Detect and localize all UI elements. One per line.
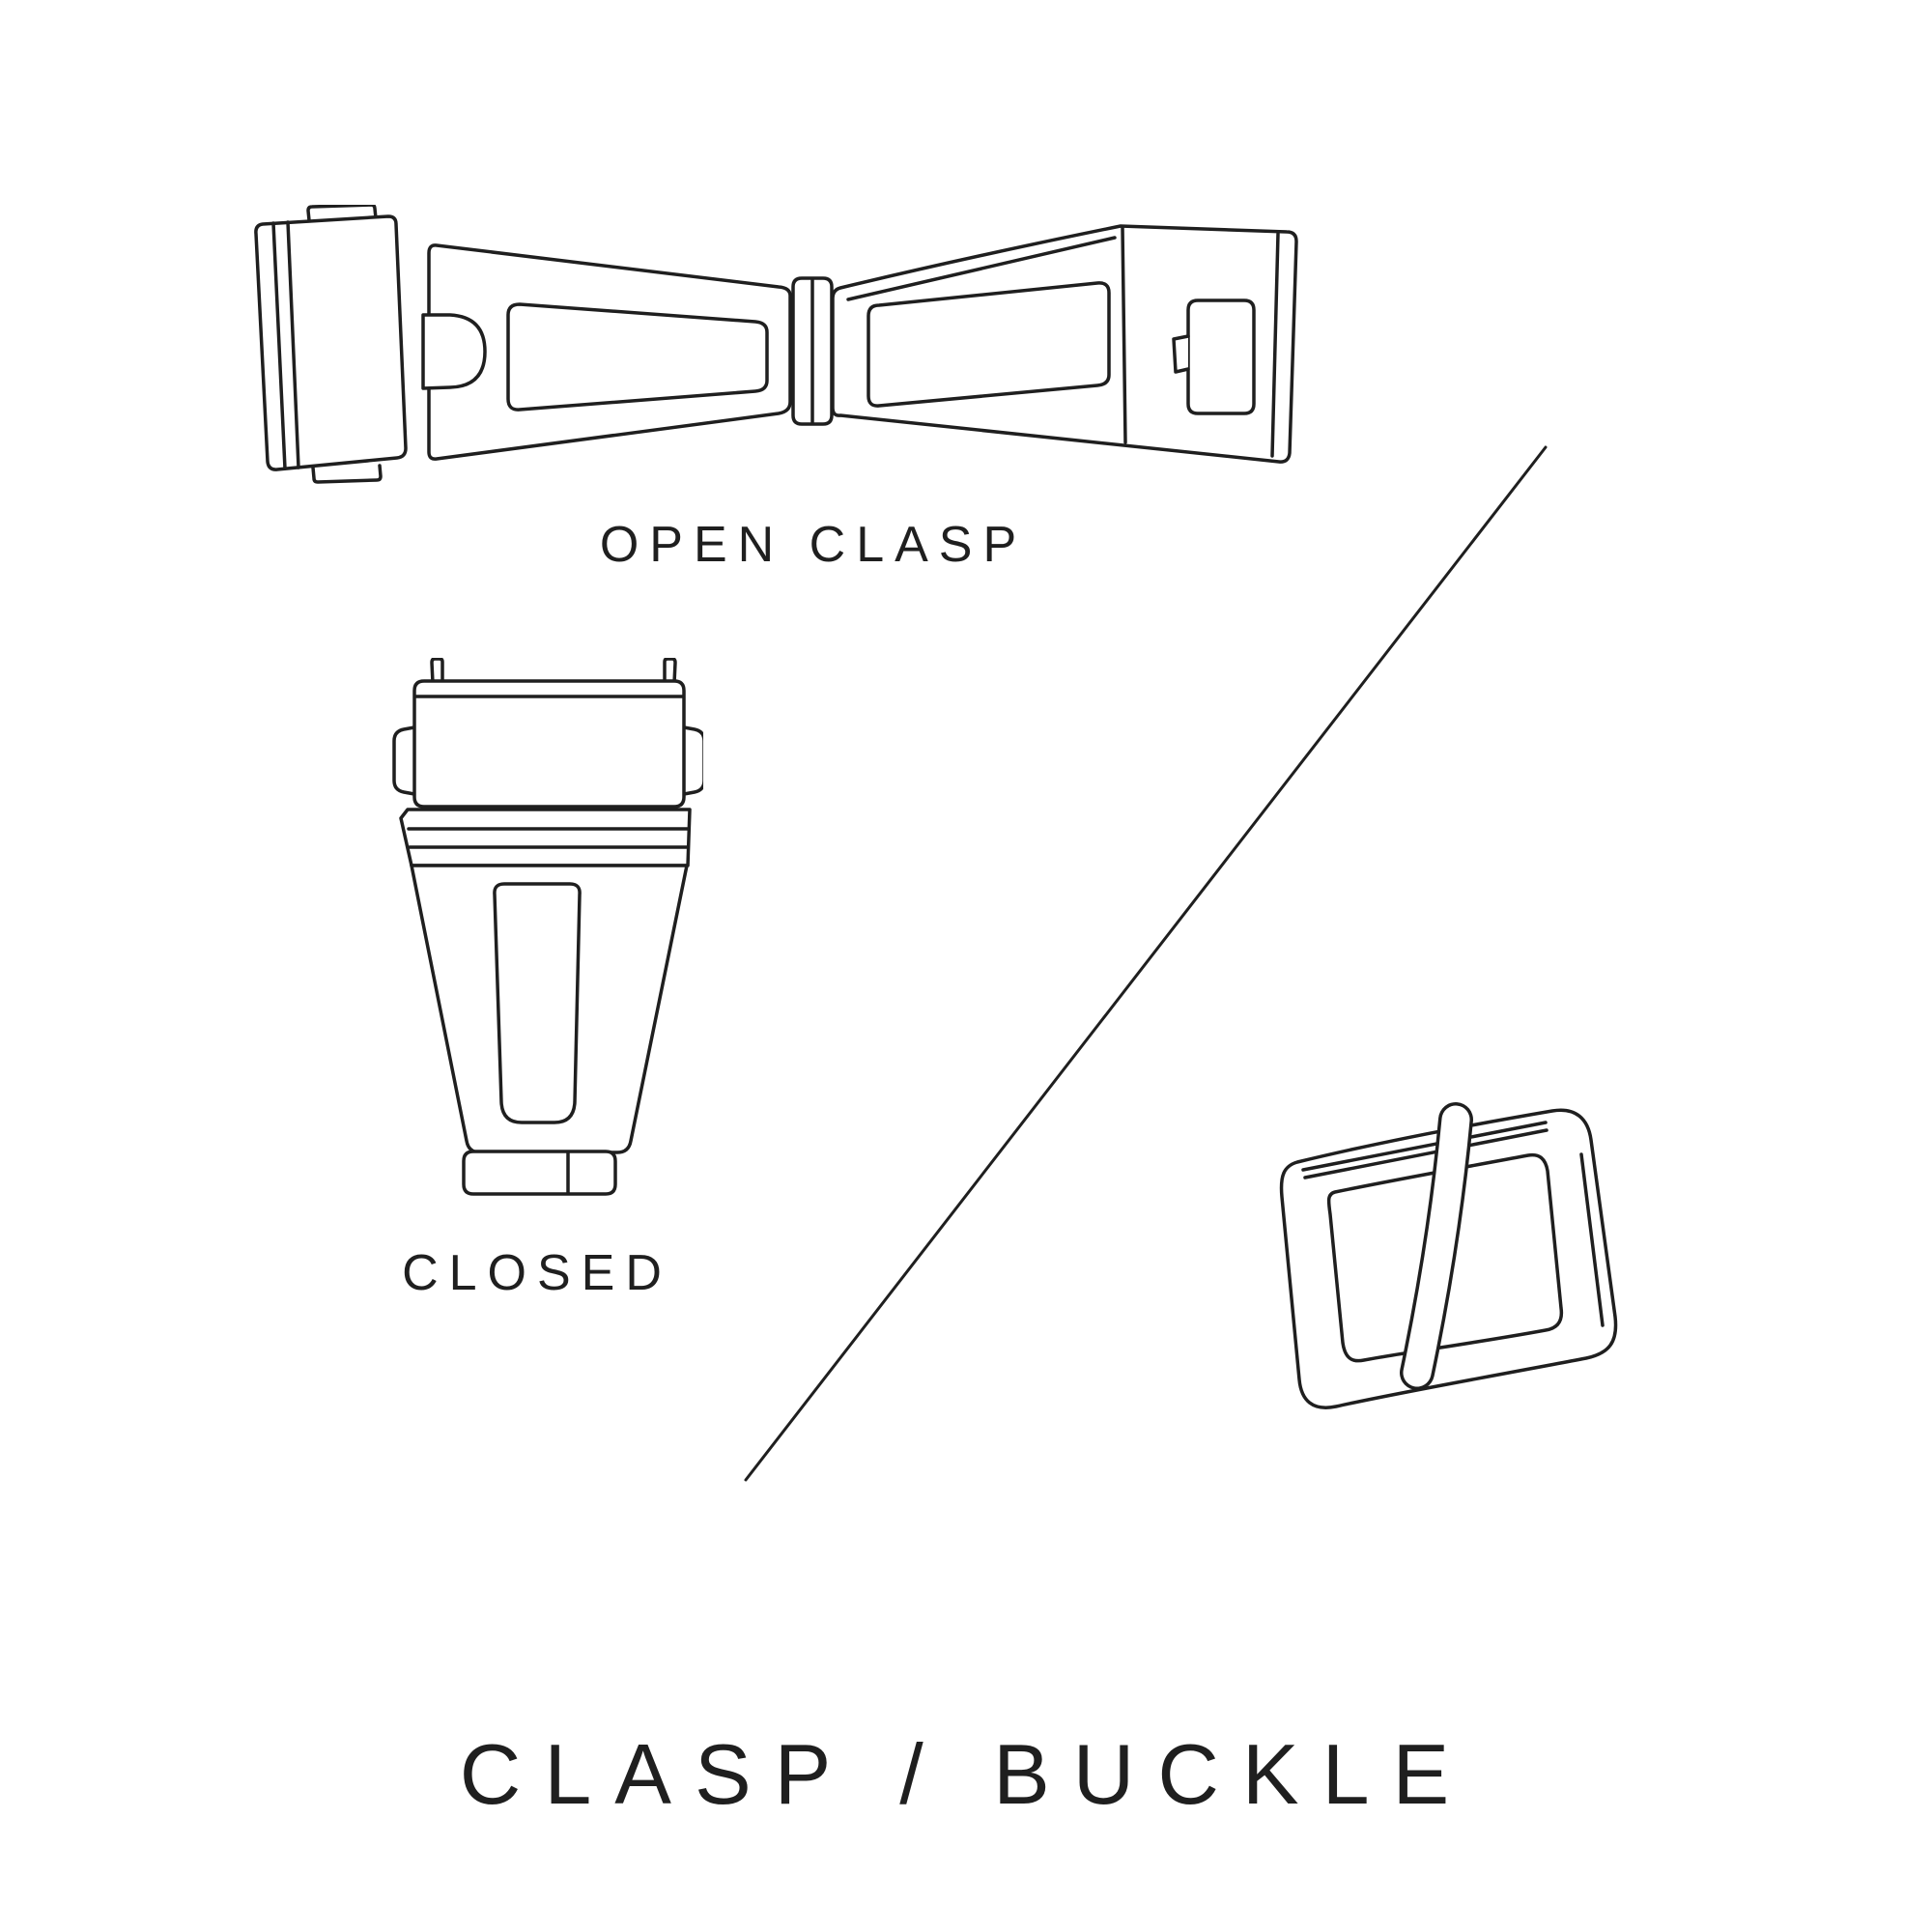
buckle-frame [1279,1108,1618,1409]
buckle-illustration [1279,1102,1618,1409]
closed-clasp-body [410,864,689,1154]
closed-clasp-foot [462,1150,617,1196]
closed-clasp-illustration [392,658,703,1196]
open-clasp-label: OPEN CLASP [599,517,1028,573]
closed-clasp-band [399,808,692,867]
open-clasp-illustration [254,205,1298,484]
clasp-right-arm [831,224,1298,464]
page-title: CLASP / BUCKLE [459,1726,1473,1822]
clasp-left-arm [421,243,792,461]
closed-clasp-label: CLOSED [402,1245,672,1301]
closed-clasp-ears [392,725,703,796]
buckle-tongue [1400,1102,1473,1390]
clasp-hinge [791,276,834,426]
closed-clasp-prongs [430,658,677,685]
clasp-end-cap [254,205,408,484]
closed-clasp-cover [412,679,686,809]
